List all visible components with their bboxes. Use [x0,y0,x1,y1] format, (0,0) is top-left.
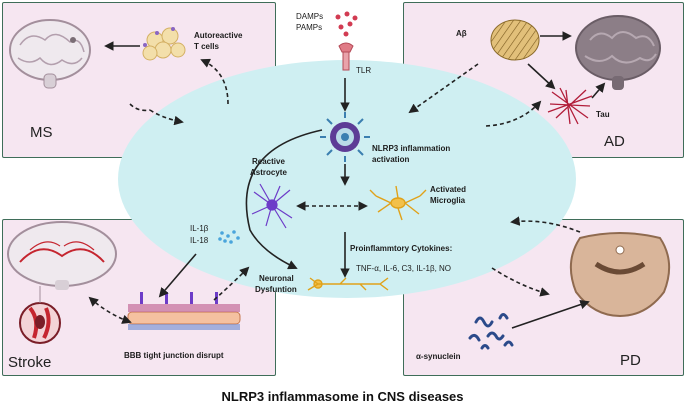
abeta-label: Aβ [456,29,467,38]
cytokine-dots-icon [218,230,240,244]
tau-label: Tau [596,110,610,119]
ad-brain-icon [575,15,661,90]
astrocyte-label-2: Astrocyte [250,168,287,177]
solid-arrows [104,31,606,329]
dashed-arrows [88,58,581,324]
tlr-receptor-icon [338,42,354,71]
nlrp3-inflammasome-icon [320,112,370,162]
il1b-label: IL-1β [190,224,209,233]
nlrp3-label-1: NLRP3 inflammation [372,144,451,153]
bbb-endothelium-icon [127,292,241,330]
damps-label: DAMPs [296,12,324,21]
ms-title: MS [30,124,53,141]
microglia-label-1: Activated [430,185,467,194]
ms-cells-label-1: Autoreactive [194,31,243,40]
neuron-label-1: Neuronal [259,274,294,283]
astrocyte-label-1: Reactive [252,157,285,166]
neuron-label-2: Dysfuntion [255,285,297,294]
pd-title: PD [620,352,641,369]
astrocyte-icon [251,183,293,229]
amyloid-beta-icon [490,19,540,61]
stroke-title: Stroke [8,354,52,371]
bbb-label: BBB tight junction disrupt [124,351,224,360]
microglia-icon [369,185,427,221]
pd-midbrain-icon [569,232,671,318]
il18-label: IL-18 [190,236,209,245]
damps-pamps-icon [335,11,358,37]
microglia-label-2: Microglia [430,196,466,205]
stroke-brain-icon [7,221,117,290]
ad-title: AD [604,133,625,150]
tau-tangle-icon [547,87,593,125]
nlrp3-label-2: activation [372,155,410,164]
cytokines-list: TNF-α, IL-6, C3, IL-1β, NO [356,264,452,273]
t-cells-icon [142,27,186,61]
ms-cells-label-2: T cells [194,42,219,51]
synuclein-icon [468,313,514,350]
neuron-icon [307,277,389,291]
synuclein-label: α-synuclein [416,352,461,361]
figure-caption: NLRP3 inflammasome in CNS diseases [221,389,464,404]
pamps-label: PAMPs [296,23,323,32]
blood-vessel-clot-icon [19,286,61,344]
cytokines-title: Proinflammtory Cytokines: [350,244,453,253]
ms-brain-icon [9,19,91,89]
tlr-label: TLR [356,66,372,75]
